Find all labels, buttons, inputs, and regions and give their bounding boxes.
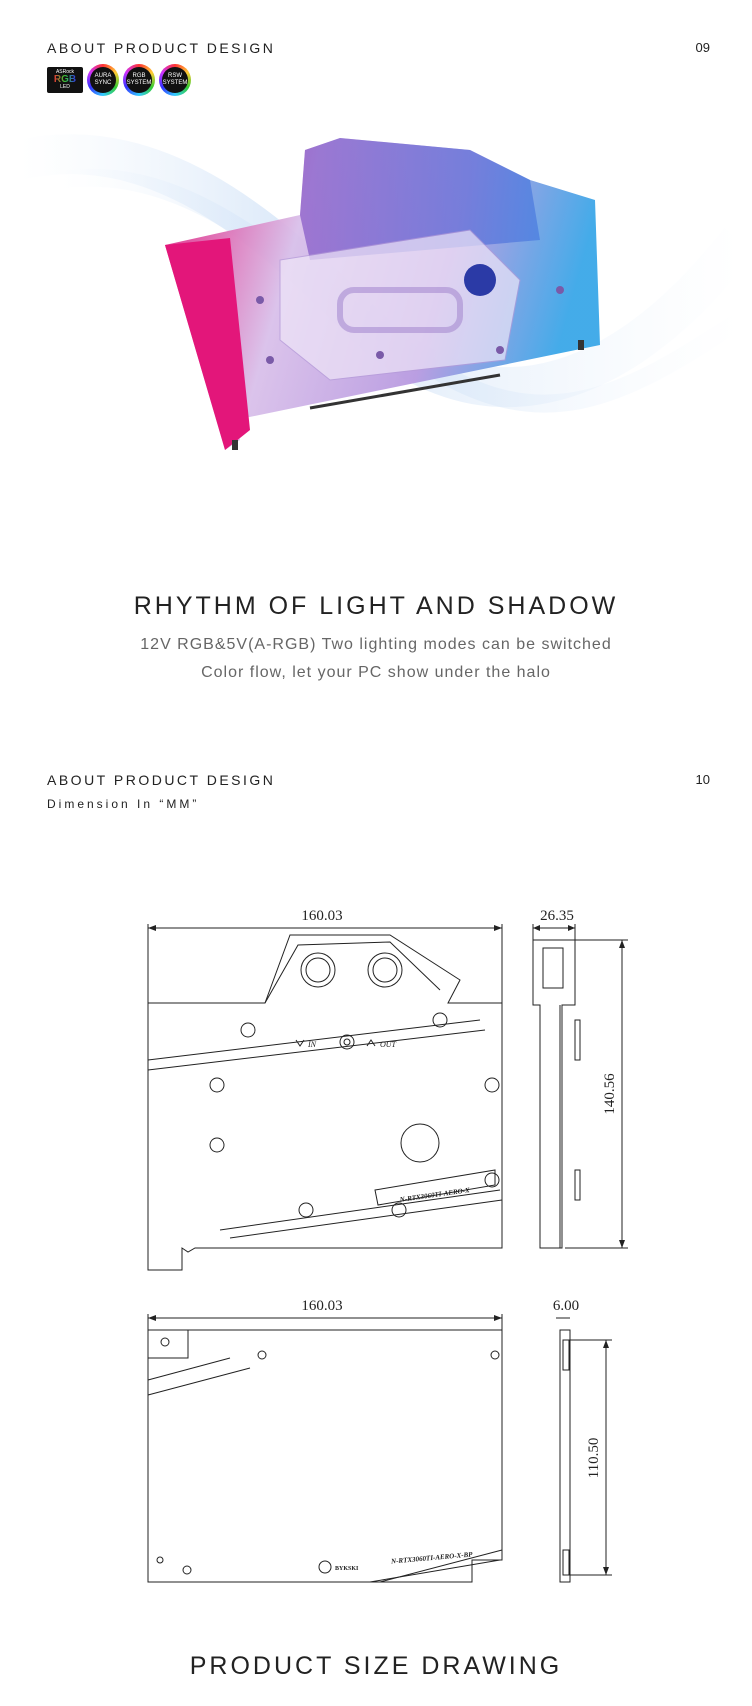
- back-width-dimension: 160.03: [301, 1298, 342, 1314]
- lighting-modes-text: 12V RGB&5V(A-RGB) Two lighting modes can…: [140, 636, 612, 653]
- section-title-rhythm: RHYTHM OF LIGHT AND SHADOW: [133, 592, 619, 620]
- asrock-rgb-led-logo-icon: ASRock RGB LED: [47, 67, 83, 93]
- rsw-system-logo-icon: RSW SYSTEM: [159, 64, 191, 96]
- rgb-logos: ASRock RGB LED AURA SYNC RGB SYSTEM RSW …: [47, 64, 191, 96]
- section-heading-09: ABOUT PRODUCT DESIGN: [47, 40, 276, 56]
- aura-sync-logo-icon: AURA SYNC: [87, 64, 119, 96]
- product-size-drawing-title: PRODUCT SIZE DRAWING: [189, 1652, 563, 1680]
- product-render-image: [15, 134, 752, 450]
- top-depth-dimension: 26.35: [540, 908, 574, 924]
- back-height-dimension: 110.50: [586, 1438, 602, 1479]
- top-height-dimension: 140.56: [602, 1073, 618, 1115]
- inlet-label: IN: [307, 1040, 317, 1049]
- dimension-drawing: 160.03 26.35 140.56 160.03 6.00 110.50 I…: [147, 908, 628, 1583]
- top-width-dimension: 160.03: [301, 908, 342, 924]
- back-depth-dimension: 6.00: [553, 1298, 579, 1314]
- color-flow-text: Color flow, let your PC show under the h…: [201, 664, 551, 681]
- rgb-system-logo-icon: RGB SYSTEM: [123, 64, 155, 96]
- page-number-09: 09: [695, 40, 710, 55]
- brand-label: BYKSKI: [335, 1566, 359, 1572]
- dimension-unit-label: Dimension In “MM”: [47, 797, 200, 811]
- section-heading-10: ABOUT PRODUCT DESIGN: [47, 772, 276, 788]
- plate-label-front: N-RTX3060TI-AERO-X: [398, 1186, 470, 1204]
- page-number-10: 10: [695, 772, 710, 787]
- outlet-label: OUT: [380, 1040, 397, 1049]
- plate-label-back: N-RTX3060TI-AERO-X-BP: [390, 1550, 474, 1565]
